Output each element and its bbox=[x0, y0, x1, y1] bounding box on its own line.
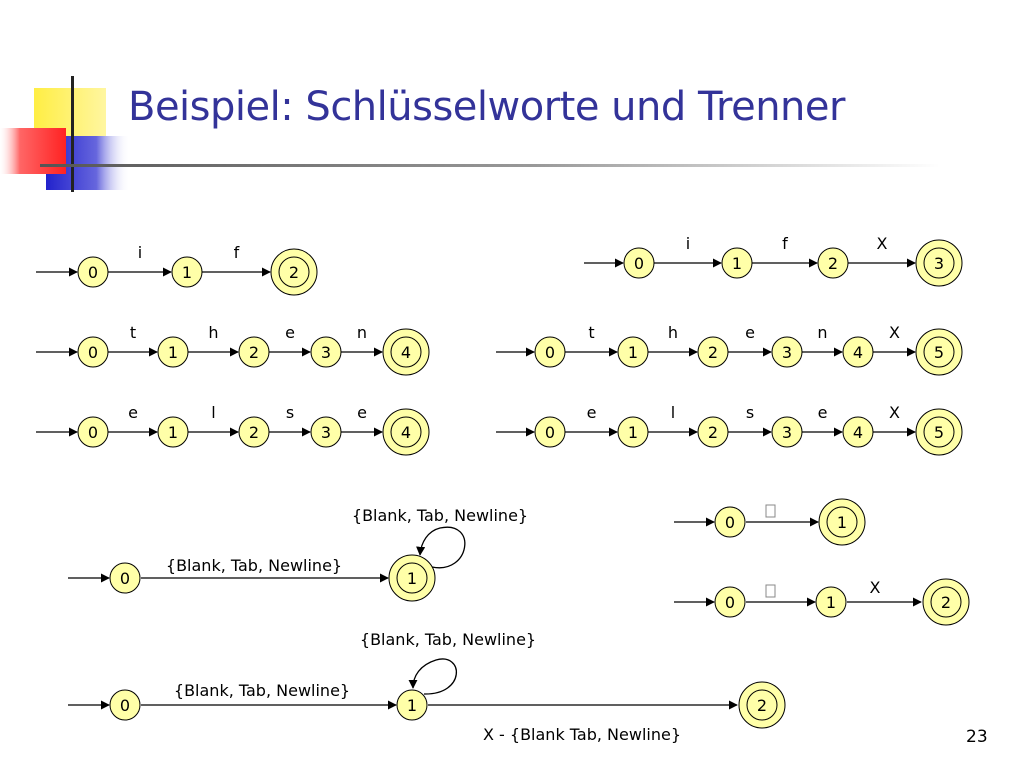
ws-state-1-label: 1 bbox=[407, 569, 417, 588]
if-x-state-2-label: 2 bbox=[828, 254, 838, 273]
page-number: 23 bbox=[966, 727, 988, 747]
sym-state-1 bbox=[826, 506, 858, 538]
else-transition-label-2: l bbox=[211, 403, 215, 422]
else-x-state-4-label: 4 bbox=[853, 423, 863, 442]
then-x-state-5-label: 5 bbox=[934, 343, 944, 362]
then-x-state-5 bbox=[923, 336, 955, 368]
ws-x-self-loop bbox=[408, 658, 458, 695]
then-state-3-label: 3 bbox=[321, 343, 331, 362]
then-x-state-2-label: 2 bbox=[708, 343, 718, 362]
sym-x-symbol-box bbox=[765, 584, 776, 598]
sym-state-1-label: 1 bbox=[837, 513, 847, 532]
else-x-state-5 bbox=[923, 416, 955, 448]
if-state-1-label: 1 bbox=[182, 263, 192, 282]
slide-decoration bbox=[0, 76, 940, 192]
sym-x-state-0-label: 0 bbox=[725, 593, 735, 612]
ws-x-state-1-label: 1 bbox=[407, 696, 417, 715]
ws-x-state-0-label: 0 bbox=[120, 696, 130, 715]
then-x-transition-label-3: e bbox=[745, 323, 755, 342]
then-state-1-label: 1 bbox=[168, 343, 178, 362]
if-state-2 bbox=[278, 256, 310, 288]
else-x-state-3-label: 3 bbox=[782, 423, 792, 442]
sym-state-0-label: 0 bbox=[725, 513, 735, 532]
then-x-state-1-label: 1 bbox=[628, 343, 638, 362]
if-x-transition-label-1: i bbox=[686, 234, 690, 253]
ws-x-state-0 bbox=[109, 689, 141, 721]
else-x-state-2-label: 2 bbox=[708, 423, 718, 442]
sym-x-state-2-label: 2 bbox=[941, 593, 951, 612]
ws-x-transition-label-2: X - {Blank Tab, Newline} bbox=[483, 725, 681, 744]
then-state-2-label: 2 bbox=[249, 343, 259, 362]
sym-x-state-1 bbox=[815, 586, 847, 618]
ws-self-loop-label: {Blank, Tab, Newline} bbox=[352, 506, 528, 525]
then-transition-label-4: n bbox=[357, 323, 367, 342]
else-state-0-label: 0 bbox=[88, 423, 98, 442]
ws-state-0 bbox=[109, 562, 141, 594]
deco-vertical-line bbox=[71, 76, 74, 192]
sym-x-transition-label-2: X bbox=[870, 578, 881, 597]
else-transition-label-4: e bbox=[357, 403, 367, 422]
then-state-4 bbox=[390, 336, 422, 368]
if-x-state-1-label: 1 bbox=[732, 254, 742, 273]
if-x-state-3 bbox=[923, 247, 955, 279]
then-x-state-0-label: 0 bbox=[545, 343, 555, 362]
ws-x-self-loop-label: {Blank, Tab, Newline} bbox=[360, 630, 536, 649]
ws-x-state-1 bbox=[396, 689, 428, 721]
then-x-state-4-label: 4 bbox=[853, 343, 863, 362]
ws-x-state-2-label: 2 bbox=[757, 696, 767, 715]
if-transition-label-1: i bbox=[138, 243, 142, 262]
then-x-state-3-label: 3 bbox=[782, 343, 792, 362]
else-state-2-label: 2 bbox=[249, 423, 259, 442]
if-x-transition-label-2: f bbox=[782, 234, 788, 253]
sym-transition-label-1: � bbox=[763, 503, 778, 520]
then-transition-label-3: e bbox=[285, 323, 295, 342]
then-state-0-label: 0 bbox=[88, 343, 98, 362]
else-state-4-label: 4 bbox=[401, 423, 411, 442]
if-x-transition-label-3: X bbox=[877, 234, 888, 253]
ws-self-loop bbox=[416, 526, 466, 569]
sym-symbol-box bbox=[765, 504, 776, 518]
then-transition-label-2: h bbox=[208, 323, 218, 342]
ws-transition-label-1: {Blank, Tab, Newline} bbox=[166, 556, 342, 575]
deco-horizontal-line bbox=[40, 164, 940, 167]
if-x-state-3-label: 3 bbox=[934, 254, 944, 273]
then-transition-label-1: t bbox=[130, 323, 136, 342]
else-transition-label-3: s bbox=[286, 403, 294, 422]
then-x-transition-label-5: X bbox=[889, 323, 900, 342]
ws-x-transition-label-1: {Blank, Tab, Newline} bbox=[174, 681, 350, 700]
sym-x-transition-label-1: � bbox=[763, 583, 778, 600]
sym-x-state-0 bbox=[714, 586, 746, 618]
else-x-state-0-label: 0 bbox=[545, 423, 555, 442]
else-x-transition-label-2: l bbox=[671, 403, 675, 422]
then-state-4-label: 4 bbox=[401, 343, 411, 362]
then-x-transition-label-2: h bbox=[668, 323, 678, 342]
sym-x-state-2 bbox=[930, 586, 962, 618]
if-state-2-label: 2 bbox=[289, 263, 299, 282]
then-x-transition-label-1: t bbox=[588, 323, 594, 342]
sym-state-0 bbox=[714, 506, 746, 538]
sym-x-state-1-label: 1 bbox=[826, 593, 836, 612]
if-transition-label-2: f bbox=[234, 243, 240, 262]
else-state-3-label: 3 bbox=[321, 423, 331, 442]
if-state-0-label: 0 bbox=[88, 263, 98, 282]
ws-state-1 bbox=[396, 562, 428, 594]
else-transition-label-1: e bbox=[128, 403, 138, 422]
slide-title: Beispiel: Schlüsselworte und Trenner bbox=[128, 84, 845, 130]
if-x-state-0-label: 0 bbox=[634, 254, 644, 273]
ws-x-state-2 bbox=[746, 689, 778, 721]
else-x-transition-label-1: e bbox=[587, 403, 597, 422]
ws-state-0-label: 0 bbox=[120, 569, 130, 588]
else-x-transition-label-4: e bbox=[818, 403, 828, 422]
else-x-state-5-label: 5 bbox=[934, 423, 944, 442]
else-state-4 bbox=[390, 416, 422, 448]
else-x-transition-label-3: s bbox=[746, 403, 754, 422]
else-x-transition-label-5: X bbox=[889, 403, 900, 422]
else-state-1-label: 1 bbox=[168, 423, 178, 442]
then-x-transition-label-4: n bbox=[817, 323, 827, 342]
else-x-state-1-label: 1 bbox=[628, 423, 638, 442]
